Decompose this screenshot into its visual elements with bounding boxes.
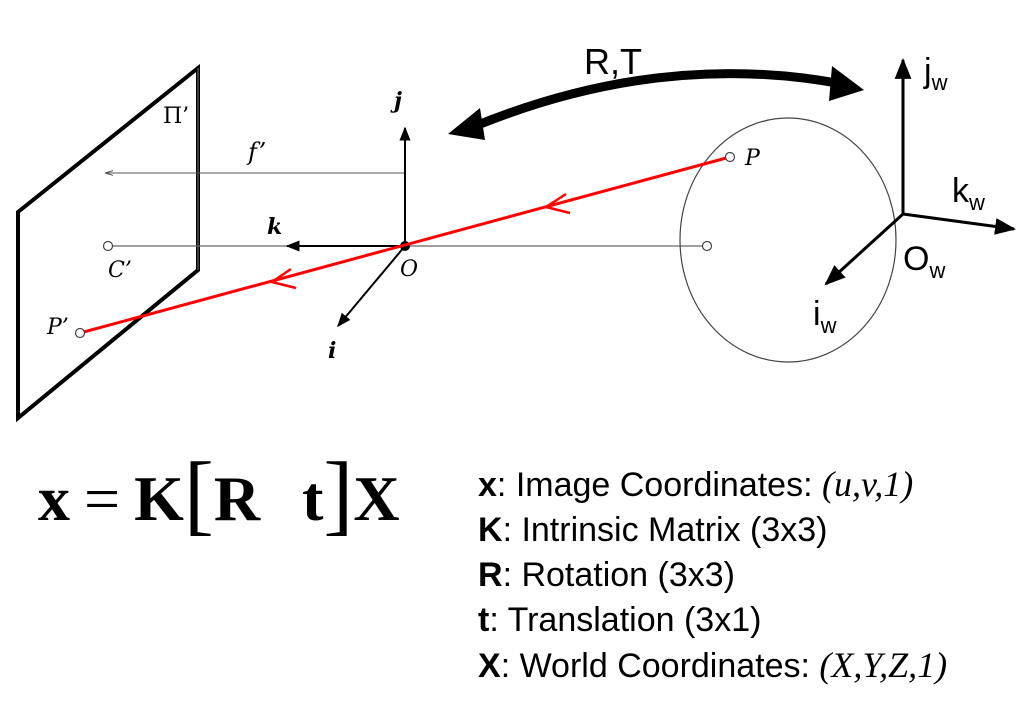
equation-open-bracket: [: [183, 445, 214, 544]
legend-math: (X,Y,Z,1): [819, 645, 948, 685]
equation-world-coords: X: [353, 463, 400, 534]
legend-text: : Intrinsic Matrix (3x3): [502, 511, 828, 549]
image-point-p-prime: [74, 327, 86, 339]
ray-arrow-upper: [544, 192, 571, 215]
focal-length-label: f’: [246, 138, 266, 166]
principal-point-c: [102, 240, 114, 252]
world-point-p: [724, 151, 736, 163]
camera-k-label: k: [267, 214, 282, 240]
legend-symbol: K: [478, 511, 503, 549]
ray-arrow-lower: [270, 267, 297, 290]
legend-text: : Rotation (3x3): [502, 556, 736, 594]
equation-intrinsic-matrix: K: [134, 463, 184, 534]
equation-close-bracket: ]: [323, 445, 354, 544]
camera-i-axis: [337, 245, 406, 328]
equation-image-coords: x: [38, 463, 70, 534]
axis-end-point: [701, 240, 713, 252]
world-k-label: kw: [952, 172, 985, 215]
legend-row-intrinsic: K: Intrinsic Matrix (3x3): [478, 508, 947, 553]
projection-equation: x = K [ R t ] X: [38, 445, 400, 544]
rt-arrowhead-left: [448, 108, 485, 140]
world-point-label: P: [744, 146, 761, 171]
rt-arrowhead-right: [829, 66, 864, 101]
world-j-label: jw: [923, 52, 948, 95]
legend-symbol: X: [478, 647, 501, 685]
rt-label: R,T: [584, 41, 642, 82]
world-point-ellipse: [679, 117, 897, 363]
legend-symbol: t: [478, 601, 490, 639]
legend-math: (u,v,1): [821, 464, 914, 504]
legend-text: : Translation (3x1): [489, 601, 762, 639]
world-origin-label: Ow: [903, 240, 945, 283]
rt-transform-arrow: [468, 69, 847, 132]
legend-row-translation: t: Translation (3x1): [478, 598, 947, 643]
equation-equals: =: [84, 463, 121, 534]
legend-text: : Image Coordinates:: [496, 466, 822, 504]
symbol-legend: x: Image Coordinates: (u,v,1) K: Intrins…: [478, 462, 947, 689]
camera-center-label: O: [400, 257, 418, 282]
image-plane-label: Π’: [163, 104, 189, 129]
legend-text: : World Coordinates:: [500, 647, 820, 685]
camera-j-label: j: [390, 88, 402, 114]
principal-point-label: C’: [108, 258, 132, 283]
projection-ray: [79, 155, 731, 335]
equation-translation: t: [302, 463, 324, 534]
legend-symbol: R: [478, 556, 503, 594]
legend-row-rotation: R: Rotation (3x3): [478, 553, 947, 598]
image-point-label: P’: [46, 315, 69, 340]
legend-row-world-coords: X: World Coordinates: (X,Y,Z,1): [478, 643, 947, 689]
world-i-axis: [824, 212, 905, 286]
world-i-label: iw: [813, 295, 837, 338]
camera-i-label: i: [328, 338, 336, 364]
world-k-axis: [902, 212, 1017, 235]
equation-rotation: R: [213, 463, 261, 534]
legend-row-image-coords: x: Image Coordinates: (u,v,1): [478, 462, 947, 508]
legend-symbol: x: [478, 466, 497, 504]
